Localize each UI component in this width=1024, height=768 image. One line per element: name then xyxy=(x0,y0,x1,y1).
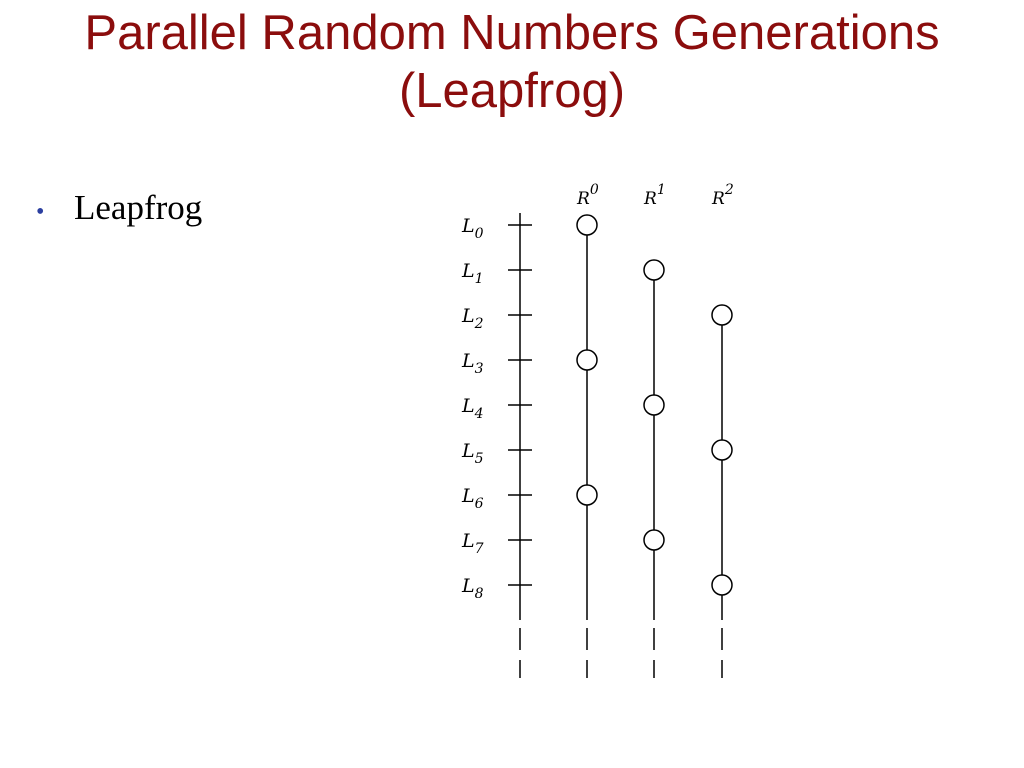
stream-label: R2 xyxy=(711,182,734,209)
stream-node xyxy=(576,214,598,236)
stream-node xyxy=(711,304,733,326)
bullet-item: • Leapfrog xyxy=(36,188,202,228)
stream-label: R0 xyxy=(576,182,599,209)
sequence-label: L1 xyxy=(461,260,484,287)
sequence-label: L2 xyxy=(461,305,484,332)
stream-label: R1 xyxy=(643,182,666,209)
stream-node xyxy=(711,574,733,596)
sequence-label: L0 xyxy=(461,215,484,242)
slide-title-line-1: Parallel Random Numbers Generations xyxy=(84,6,940,60)
slide-title: Parallel Random Numbers Generations (Lea… xyxy=(0,4,1024,120)
slide-title-line-2: (Leapfrog) xyxy=(398,64,626,118)
sequence-label: L3 xyxy=(461,350,484,377)
stream-node xyxy=(576,484,598,506)
bullet-dot-icon: • xyxy=(36,199,45,225)
stream-node xyxy=(643,259,665,281)
bullet-list: • Leapfrog xyxy=(36,188,202,228)
stream-node xyxy=(576,349,598,371)
sequence-label: L6 xyxy=(461,485,484,512)
sequence-label: L8 xyxy=(461,575,484,602)
bullet-text: Leapfrog xyxy=(74,188,203,227)
stream-node xyxy=(643,529,665,551)
sequence-label: L5 xyxy=(461,440,484,467)
sequence-label: L7 xyxy=(461,530,484,557)
stream-node xyxy=(711,439,733,461)
sequence-label: L4 xyxy=(461,395,484,422)
stream-node xyxy=(643,394,665,416)
